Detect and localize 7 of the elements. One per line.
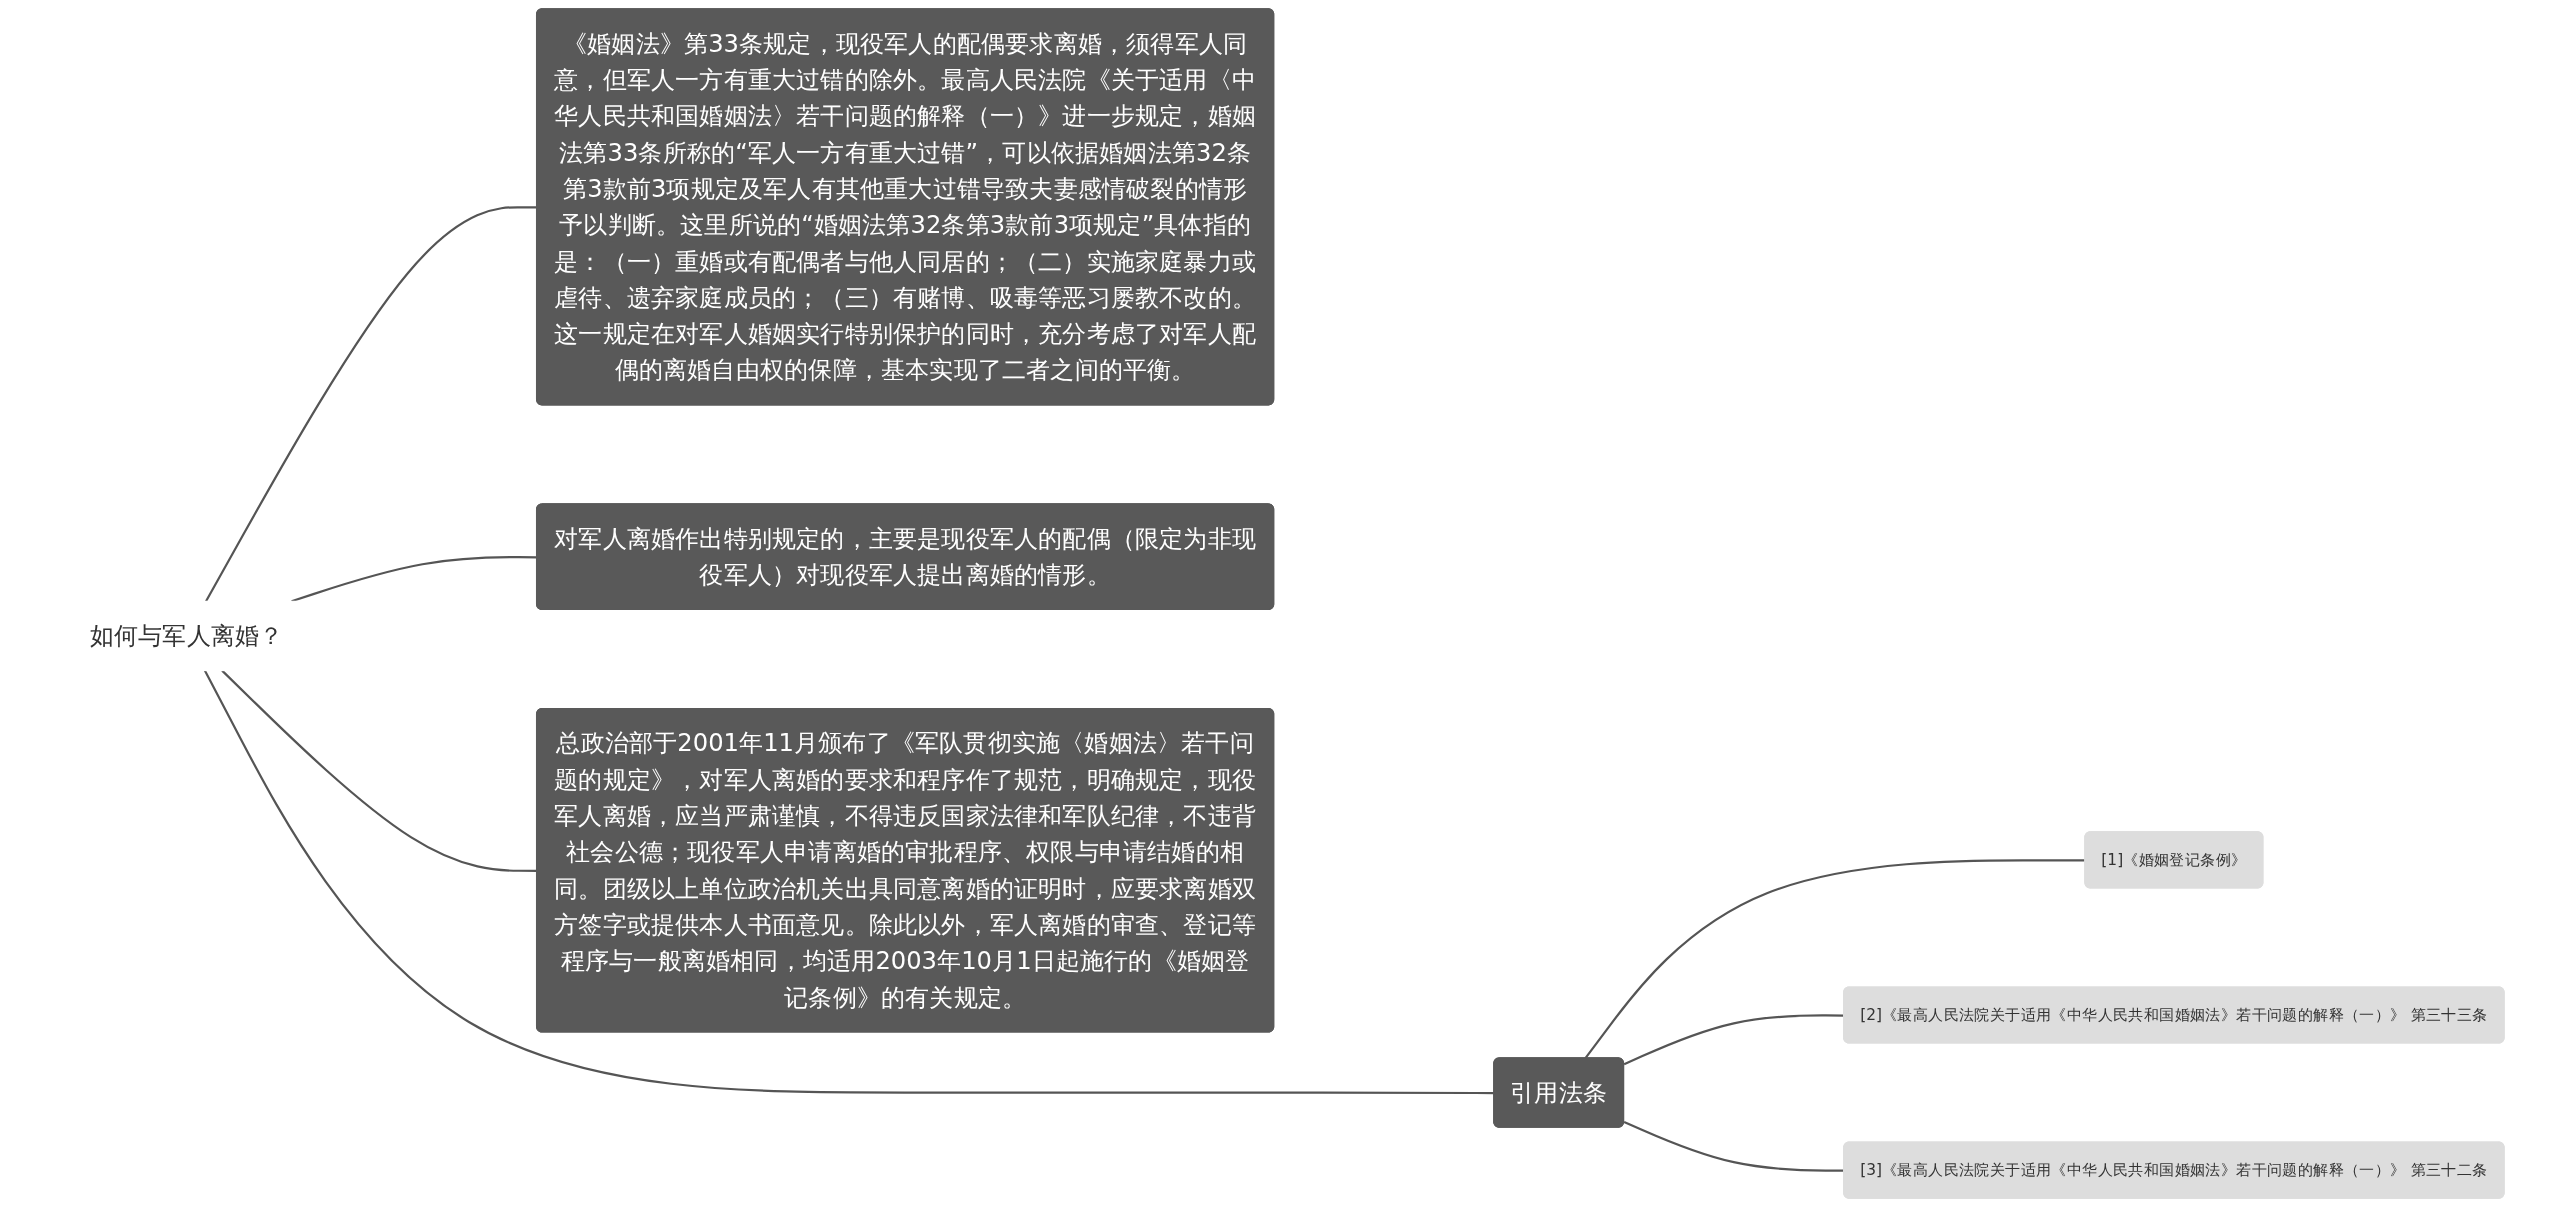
- connector: [290, 556, 537, 603]
- connector: [1623, 1120, 1844, 1172]
- connector: [220, 669, 537, 872]
- connector: [1623, 1014, 1844, 1066]
- connector: [203, 670, 1494, 1095]
- node-text: 如何与军人离婚？: [89, 622, 283, 650]
- connector: [204, 206, 537, 602]
